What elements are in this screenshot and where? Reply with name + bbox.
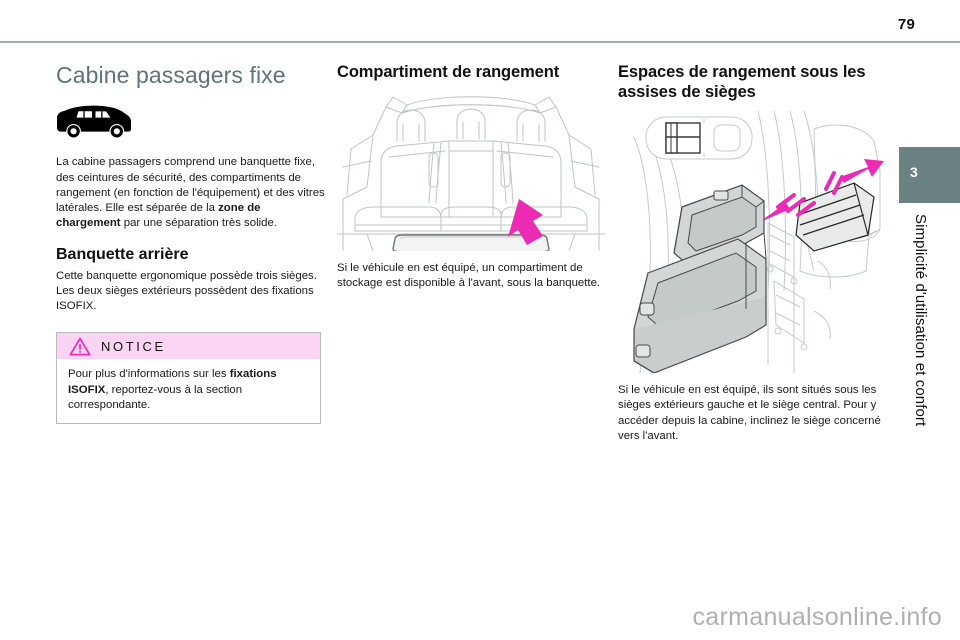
magenta-arrow-upright-icon	[824, 159, 884, 196]
intro-text-part-2: par une séparation très solide.	[120, 217, 277, 230]
espaces-caption: Si le véhicule en est équipé, ils sont s…	[618, 384, 881, 442]
banquette-paragraph-1: Cette banquette ergonomique possède troi…	[56, 269, 317, 282]
warning-triangle-icon	[69, 337, 91, 356]
section-title-compartiment: Compartiment de rangement	[337, 63, 560, 81]
notice-text-part-2: , reportez-vous à la section corresponda…	[68, 383, 243, 412]
header-divider-rule	[0, 41, 960, 43]
notice-box: NOTICE Pour plus d'informations sur les …	[56, 332, 321, 425]
middle-column: Compartiment de rangement	[337, 62, 608, 292]
intro-bold-term: zone de chargement	[56, 202, 261, 230]
rear-bench-seat-illustration	[337, 96, 605, 252]
page-title: Cabine passagers fixe	[56, 62, 286, 88]
van-silhouette-icon	[57, 106, 131, 138]
lifted-seat-cushion-shape	[795, 182, 875, 252]
chapter-tab: 3	[899, 147, 960, 203]
site-watermark: carmanualsonline.info	[692, 603, 942, 631]
notice-body: Pour plus d'informations sur les fixatio…	[57, 359, 320, 423]
right-column: Espaces de rangement sous les assises de…	[618, 62, 889, 444]
magenta-arrow-down-icon	[508, 199, 543, 246]
page-number: 79	[897, 16, 915, 33]
notice-bold-term: fixations ISOFIX	[68, 368, 277, 396]
page-header: 79	[0, 0, 960, 43]
chapter-title-vertical: Simplicité d'utilisation et confort	[912, 214, 929, 427]
chapter-tab-number: 3	[910, 164, 918, 180]
vehicle-plan-inset-icon	[645, 116, 753, 160]
section-title-banquette-arriere: Banquette arrière	[56, 246, 189, 264]
intro-text-part-1: La cabine passagers comprend une banquet…	[56, 156, 325, 215]
storage-bin-shape	[633, 184, 767, 374]
notice-text-part-1: Pour plus d'informations sur les	[68, 368, 230, 381]
section-title-espaces: Espaces de rangement sous les assises de…	[618, 63, 866, 102]
under-seat-storage-illustration	[633, 111, 884, 374]
storage-tray-shape	[392, 234, 550, 252]
compartiment-caption: Si le véhicule en est équipé, un compart…	[337, 262, 601, 290]
intro-paragraph: La cabine passagers comprend une banquet…	[56, 155, 327, 231]
left-column: Cabine passagers fixe La cabine passager…	[56, 62, 327, 425]
notice-header: NOTICE	[57, 333, 320, 360]
banquette-paragraph-2: Les deux sièges extérieurs possèdent des…	[56, 284, 314, 313]
notice-label: NOTICE	[101, 338, 166, 354]
